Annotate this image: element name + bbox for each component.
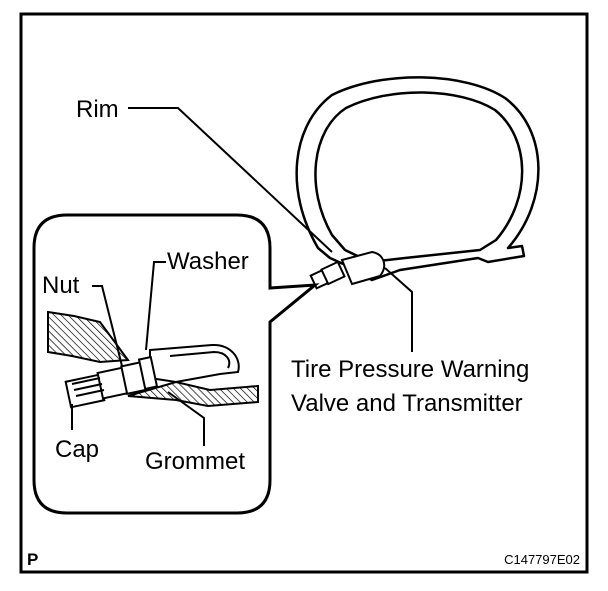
detail-transmitter [149,343,240,384]
label-transmitter-line2: Valve and Transmitter [291,390,523,417]
detail-valve-stem [64,355,159,409]
label-nut: Nut [42,272,80,299]
nut-leader [92,285,123,367]
corner-mark: P [27,550,38,569]
figure-code: C147797E02 [504,552,580,567]
valve-on-rim [309,250,386,290]
washer-leader [145,261,166,351]
rim-leader [128,107,333,253]
transmitter-leader [384,267,413,352]
label-transmitter-line1: Tire Pressure Warning [291,356,529,383]
tire-rim-cross-section [295,76,540,282]
grommet-leader [167,391,205,446]
label-washer: Washer [167,248,249,275]
label-grommet: Grommet [145,448,245,475]
label-rim: Rim [76,96,119,123]
label-cap: Cap [55,436,99,463]
outer-frame [19,12,589,574]
detail-callout [32,213,320,515]
